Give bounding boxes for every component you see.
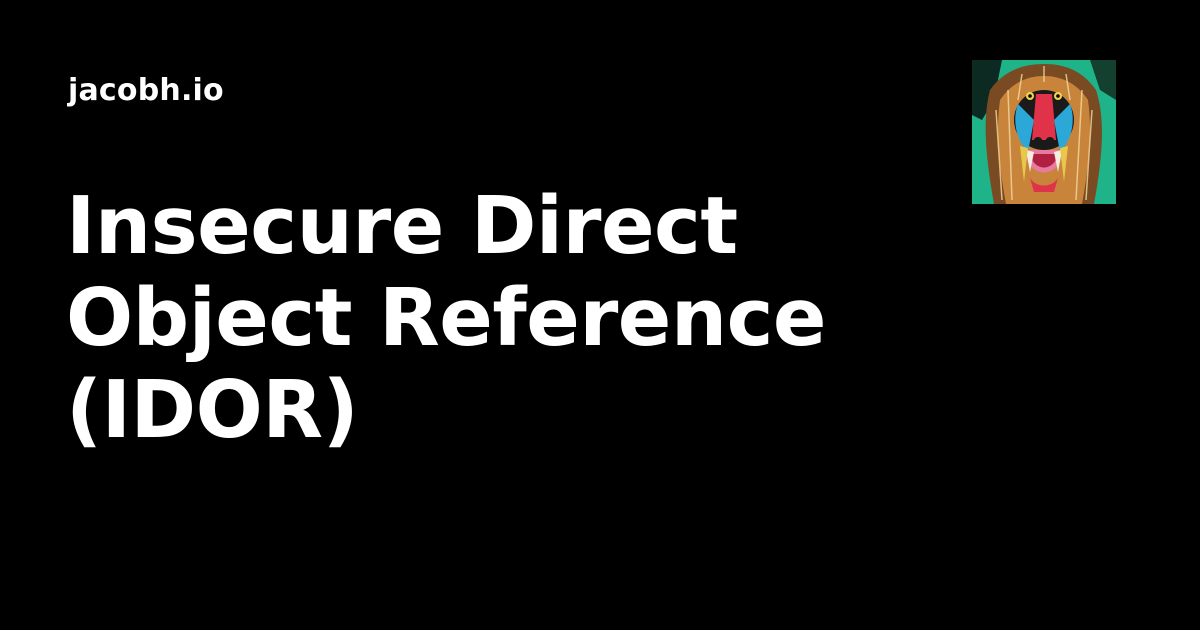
site-name[interactable]: jacobh.io [68, 73, 224, 108]
avatar [972, 60, 1116, 204]
mandrill-avatar-icon [972, 60, 1116, 204]
page-title: Insecure Direct Object Reference (IDOR) [66, 180, 926, 456]
title-line-1: Insecure Direct [66, 180, 738, 272]
title-line-3: (IDOR) [66, 364, 359, 456]
title-line-2: Object Reference [66, 272, 827, 364]
